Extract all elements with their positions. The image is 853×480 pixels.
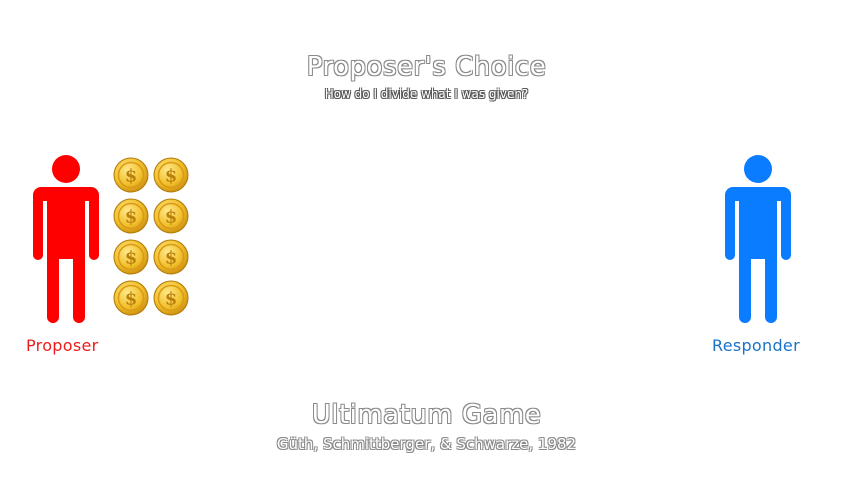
svg-text:$: $ xyxy=(165,166,178,187)
coin-stack: $ $ $ $ $ $ $ $ xyxy=(113,157,193,321)
dollar-coin-icon: $ xyxy=(113,198,149,234)
proposer-label: Proposer xyxy=(26,336,99,355)
game-name: Ultimatum Game xyxy=(311,400,542,430)
dollar-coin-icon: $ xyxy=(153,198,189,234)
svg-text:$: $ xyxy=(165,289,178,310)
svg-text:$: $ xyxy=(125,248,138,269)
slide-subtitle: How do I divide what I was given? xyxy=(324,87,529,101)
svg-text:$: $ xyxy=(165,207,178,228)
responder-label: Responder xyxy=(712,336,800,355)
slide-title: Proposer's Choice xyxy=(306,52,547,82)
dollar-coin-icon: $ xyxy=(153,239,189,275)
dollar-coin-icon: $ xyxy=(153,157,189,193)
svg-text:$: $ xyxy=(165,248,178,269)
svg-text:$: $ xyxy=(125,207,138,228)
dollar-coin-icon: $ xyxy=(113,157,149,193)
dollar-coin-icon: $ xyxy=(113,239,149,275)
dollar-coin-icon: $ xyxy=(153,280,189,316)
citation: Güth, Schmittberger, & Schwarze, 1982 xyxy=(276,435,577,453)
proposer-figure-icon xyxy=(33,155,99,325)
svg-text:$: $ xyxy=(125,166,138,187)
svg-text:$: $ xyxy=(125,289,138,310)
responder-figure-icon xyxy=(725,155,791,325)
dollar-coin-icon: $ xyxy=(113,280,149,316)
